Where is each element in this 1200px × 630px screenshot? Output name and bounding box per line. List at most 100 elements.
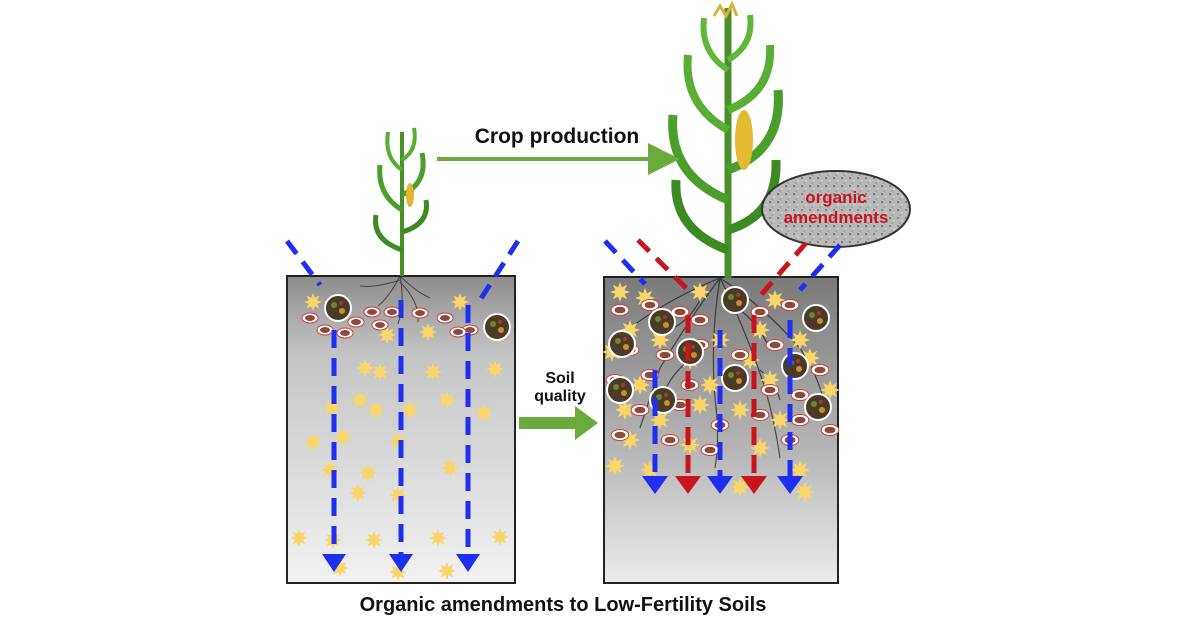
nutrient-star (700, 375, 720, 395)
nutrient-star (795, 482, 815, 502)
water-flow-arrow (322, 330, 346, 572)
nutrient-star (359, 464, 377, 482)
soil-aggregate (655, 349, 675, 361)
soil-aggregate (730, 349, 750, 361)
soil-aggregate (765, 339, 785, 351)
nutrient-star (765, 290, 785, 310)
nutrient-star (290, 529, 308, 547)
water-flow-arrow (642, 370, 668, 494)
nutrient-star (389, 432, 407, 450)
organic-clump (606, 376, 634, 404)
nutrient-star (419, 323, 437, 341)
nutrient-star (441, 459, 459, 477)
nutrient-star (730, 477, 750, 497)
nutrient-star (401, 401, 419, 419)
plant-small-icon (373, 127, 429, 276)
soil-aggregate (790, 389, 810, 401)
nutrient-star (304, 433, 322, 451)
nutrient-star (605, 456, 625, 476)
organic-clump (483, 313, 511, 341)
nutrient-star (371, 363, 389, 381)
water-flow-entry (285, 239, 322, 287)
organic-amendments-label-line2: amendments (784, 208, 889, 227)
water-flow-entry (798, 243, 842, 292)
nutrient-star (304, 293, 322, 311)
plant-large-icon (668, 0, 783, 278)
nutrient-star (351, 391, 369, 409)
soil-aggregate (436, 312, 454, 324)
nutrient-star (690, 395, 710, 415)
soil-aggregate (371, 319, 389, 331)
soil-aggregate (700, 444, 720, 456)
nutrient-star (365, 531, 383, 549)
soil-quality-arrow (519, 406, 598, 440)
nutrient-star (356, 359, 374, 377)
water-flow-arrow (389, 300, 413, 572)
nutrient-star (790, 330, 810, 350)
water-flow-arrow (707, 330, 733, 494)
soil-aggregate (820, 424, 840, 436)
organic-clump (721, 364, 749, 392)
organic-flow-arrow (741, 315, 767, 494)
organic-flow-entry (758, 241, 808, 298)
soil-aggregate (630, 404, 650, 416)
organic-clump (802, 304, 830, 332)
organic-flow-entry (636, 238, 692, 294)
soil-aggregate (610, 304, 630, 316)
soil-aggregate (780, 299, 800, 311)
nutrient-star (424, 363, 442, 381)
nutrient-star (451, 293, 469, 311)
nutrient-star (349, 484, 367, 502)
soil-quality-label-line2: quality (534, 388, 586, 405)
nutrient-star (389, 486, 407, 504)
soil-aggregate (336, 327, 354, 339)
nutrient-star (429, 529, 447, 547)
organic-clump (781, 352, 809, 380)
nutrient-star (770, 410, 790, 430)
organic-clump (324, 294, 352, 322)
soil-aggregates (301, 286, 840, 456)
nutrient-star (491, 528, 509, 546)
organic-flow-arrow (675, 315, 701, 494)
water-flow-entry (603, 239, 647, 286)
organic-clump (608, 330, 636, 358)
nutrient-star (438, 562, 456, 580)
soil-aggregate (750, 306, 770, 318)
nutrient-star (378, 326, 396, 344)
nutrient-star (334, 428, 352, 446)
soil-aggregate (690, 314, 710, 326)
soil-aggregate (347, 316, 365, 328)
soil-aggregate (810, 364, 830, 376)
water-flow-arrow (777, 320, 803, 494)
soil-aggregate (790, 414, 810, 426)
water-flow-arrow (456, 305, 480, 572)
soil-aggregate (363, 306, 381, 318)
soil-aggregate (660, 434, 680, 446)
soil-aggregate (640, 299, 660, 311)
nutrient-star (615, 400, 635, 420)
nutrient-star (790, 460, 810, 480)
nutrient-star (610, 282, 630, 302)
nutrient-star (475, 404, 493, 422)
soil-aggregate (316, 324, 334, 336)
organic-clump (648, 308, 676, 336)
crop-production-label: Crop production (475, 125, 639, 148)
soil-quality-label-line1: Soil (545, 370, 574, 387)
water-flow-entry (477, 239, 521, 302)
nutrient-star (690, 282, 710, 302)
soil-aggregate (760, 384, 780, 396)
flow-arrows (285, 238, 842, 572)
nutrient-star (730, 400, 750, 420)
nutrient-star (486, 360, 504, 378)
soil-aggregate (301, 312, 319, 324)
soil-aggregate (383, 306, 401, 318)
nutrient-star (438, 391, 456, 409)
figure-caption: Organic amendments to Low-Fertility Soil… (360, 594, 767, 616)
nutrient-star (367, 401, 385, 419)
soil-aggregate (411, 307, 429, 319)
soil-aggregate (449, 326, 467, 338)
soil-aggregate (610, 429, 630, 441)
organic-amendments-label-line1: organic (805, 188, 866, 207)
organic-clump (804, 393, 832, 421)
